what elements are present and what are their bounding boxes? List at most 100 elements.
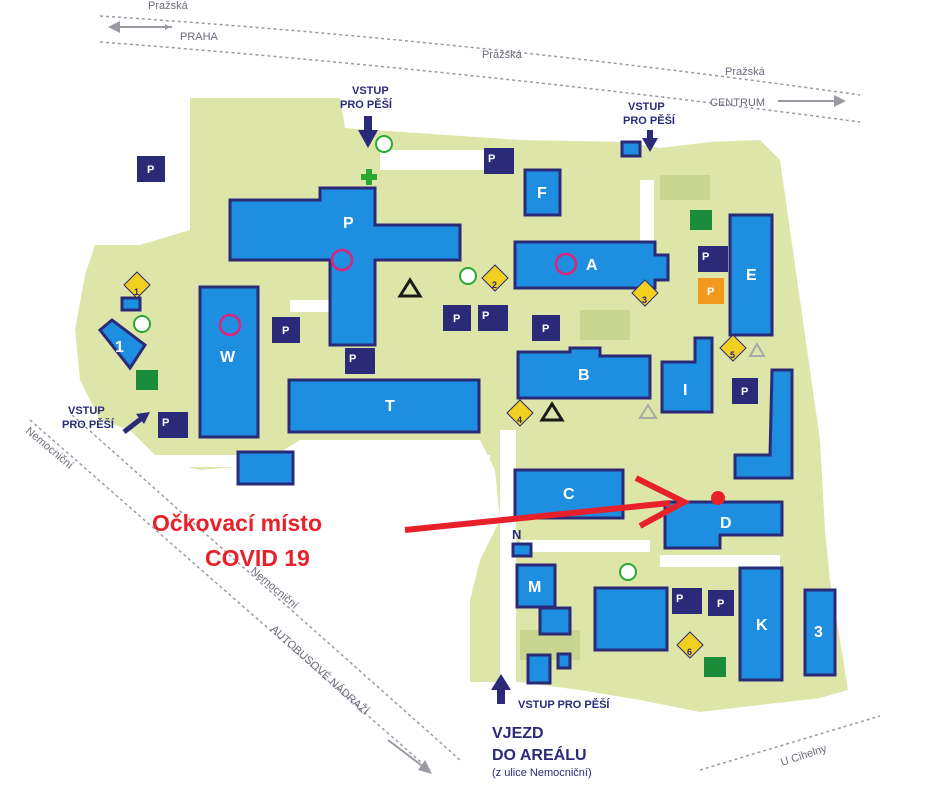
svg-text:PRO PĚŠÍ: PRO PĚŠÍ — [62, 418, 115, 431]
parking-icon: P P P P P P P — [137, 156, 758, 616]
street-lines — [29, 15, 881, 771]
arrow-icon — [497, 686, 505, 704]
hazard-icon: 1 2 3 4 5 6 — [123, 264, 747, 659]
building-label-e: E — [746, 267, 757, 284]
arrow-icon — [647, 130, 653, 140]
svg-text:5: 5 — [730, 350, 735, 360]
building-m[interactable]: M — [515, 563, 557, 609]
recycle-icon — [397, 277, 565, 422]
svg-text:P: P — [349, 353, 356, 365]
arrow-icon — [364, 116, 372, 132]
svg-text:PRO PĚŠÍ: PRO PĚŠÍ — [340, 98, 393, 111]
svg-text:P: P — [542, 323, 549, 335]
building-label-t: T — [385, 398, 395, 415]
building-label-m: M — [528, 579, 541, 596]
exit-icon — [136, 210, 726, 677]
arrow-icon — [387, 739, 432, 774]
building-1[interactable]: 1 — [97, 318, 148, 371]
svg-text:(z ulice Nemocniční): (z ulice Nemocniční) — [492, 767, 592, 779]
building-label-k: K — [756, 617, 768, 634]
recycle-icon — [638, 342, 766, 419]
street-label-u-cihelny: U Cihelny — [779, 743, 829, 769]
entrance-north: VSTUP PRO PĚŠÍ — [340, 85, 393, 148]
building-3[interactable]: 3 — [803, 588, 837, 677]
vehicle-entry-label: VJEZD DO AREÁLU (z ulice Nemocniční) — [492, 725, 592, 779]
building-n[interactable]: N — [511, 527, 533, 558]
circle-marker-icon — [218, 248, 578, 337]
building-label-c: C — [563, 486, 575, 503]
svg-text:P: P — [676, 593, 683, 605]
arrow-icon — [634, 475, 691, 529]
svg-text:P: P — [482, 310, 489, 322]
svg-text:6: 6 — [687, 647, 692, 657]
svg-text:2: 2 — [492, 280, 497, 290]
svg-text:4: 4 — [517, 415, 522, 425]
building-label-b: B — [578, 367, 590, 384]
street-label-prazska-2: Pražská — [482, 49, 523, 61]
building-i[interactable]: I — [660, 336, 714, 414]
building-d[interactable]: D — [663, 500, 784, 550]
svg-text:P: P — [147, 164, 154, 176]
arrow-icon — [122, 416, 144, 434]
covid-callout: Očkovací místo COVID 19 — [152, 475, 725, 571]
wheelchair-icon: P P P P P P — [158, 148, 728, 614]
svg-text:VJEZD: VJEZD — [492, 725, 544, 742]
street-label-nemocnicni-2: Nemocniční — [248, 565, 300, 612]
svg-text:P: P — [717, 598, 724, 610]
building-label-a: A — [586, 257, 598, 274]
arrow-icon — [642, 138, 658, 152]
svg-text:1: 1 — [134, 287, 139, 297]
svg-text:VSTUP PRO PĚŠÍ: VSTUP PRO PĚŠÍ — [518, 698, 610, 711]
covid-callout-line1: Očkovací místo — [152, 510, 322, 536]
building-w[interactable]: W — [198, 285, 260, 439]
svg-text:VSTUP: VSTUP — [68, 405, 105, 417]
arrow-icon — [108, 21, 172, 33]
entrance-west: VSTUP PRO PĚŠÍ — [62, 405, 150, 434]
building-label-1: 1 — [115, 339, 124, 356]
building-label-i: I — [683, 382, 687, 399]
building-label-w: W — [220, 349, 236, 366]
entrance-northeast: VSTUP PRO PĚŠÍ — [623, 101, 676, 152]
svg-text:P: P — [707, 286, 714, 298]
svg-text:3: 3 — [642, 295, 647, 305]
building-t[interactable]: T — [287, 378, 481, 434]
building-label-3: 3 — [814, 624, 823, 641]
svg-text:PRO PĚŠÍ: PRO PĚŠÍ — [623, 114, 676, 127]
building-small-group[interactable] — [120, 140, 669, 685]
svg-text:P: P — [702, 251, 709, 263]
svg-text:P: P — [453, 313, 460, 325]
covid-callout-line2: COVID 19 — [205, 545, 310, 571]
building-label-f: F — [537, 185, 547, 202]
direction-label-praha: PRAHA — [180, 31, 219, 43]
street-label-autobusove-nadrazi: AUTOBUSOVÉ NÁDRAŽÍ — [268, 623, 372, 719]
street-label-prazska-1: Pražská — [148, 0, 189, 12]
svg-text:P: P — [162, 417, 169, 429]
building-a[interactable]: A — [513, 240, 670, 290]
building-p[interactable]: P — [228, 186, 462, 347]
location-marker — [711, 491, 725, 505]
building-label-n: N — [512, 527, 521, 542]
street-label-nemocnicni-1: Nemocniční — [23, 425, 75, 472]
arrow-icon — [778, 95, 846, 107]
arrow-icon — [358, 130, 378, 148]
check-badge-icon — [133, 135, 637, 581]
svg-text:P: P — [741, 386, 748, 398]
building-label-p: P — [343, 215, 354, 232]
building-b[interactable]: B — [516, 346, 652, 400]
svg-text:P: P — [282, 325, 289, 337]
green-cross-icon — [361, 169, 377, 185]
building-k[interactable]: K — [738, 566, 784, 682]
svg-text:DO AREÁLU: DO AREÁLU — [492, 745, 587, 764]
callout-arrow — [404, 500, 671, 533]
street-label-prazska-3: Pražská — [725, 66, 766, 78]
svg-text:VSTUP: VSTUP — [628, 101, 665, 113]
svg-text:P: P — [488, 153, 495, 165]
building-label-d: D — [720, 515, 732, 532]
building-f[interactable]: F — [523, 168, 562, 217]
paths — [150, 150, 780, 685]
building-e[interactable]: E — [728, 213, 774, 337]
direction-label-centrum: CENTRUM — [710, 97, 765, 109]
entrance-south: VSTUP PRO PĚŠÍ — [491, 674, 610, 711]
building-east-wing[interactable] — [733, 368, 794, 480]
